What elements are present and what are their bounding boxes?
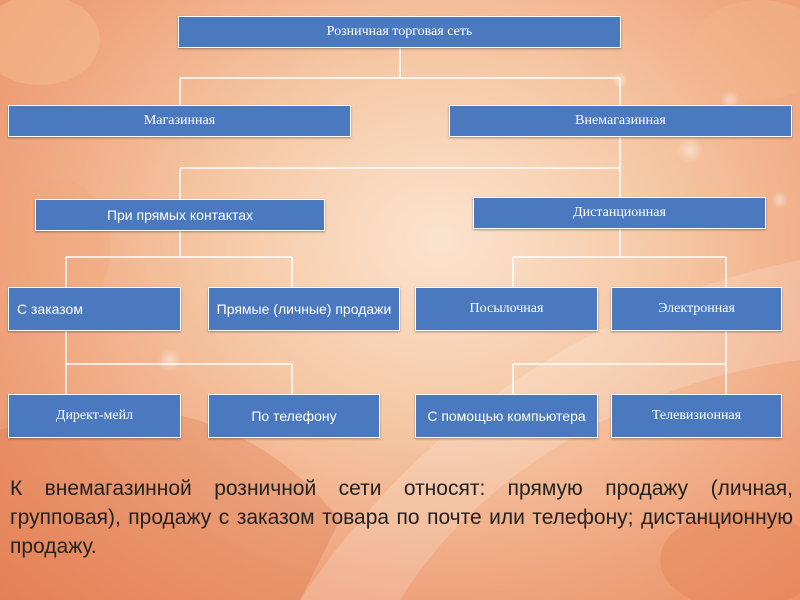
node-store-retail: Магазинная [8,105,351,137]
node-parcel: Посылочная [415,287,598,331]
node-with-order: С заказом [8,287,181,331]
node-electronic: Электронная [611,287,782,331]
node-remote: Дистанционная [473,197,766,229]
node-direct-personal-sales: Прямые (личные) продажи [208,287,400,331]
node-retail-network: Розничная торговая сеть [178,16,621,48]
node-by-computer: С помощью компьютера [415,394,598,438]
node-by-phone: По телефону [208,394,380,438]
node-television: Телевизионная [611,394,782,438]
node-nonstore-retail: Внемагазинная [449,105,792,137]
caption-text: К внемагазинной розничной сети относят: … [10,477,793,558]
node-direct-mail: Директ-мейл [8,394,181,438]
node-direct-contacts: При прямых контактах [35,199,325,231]
